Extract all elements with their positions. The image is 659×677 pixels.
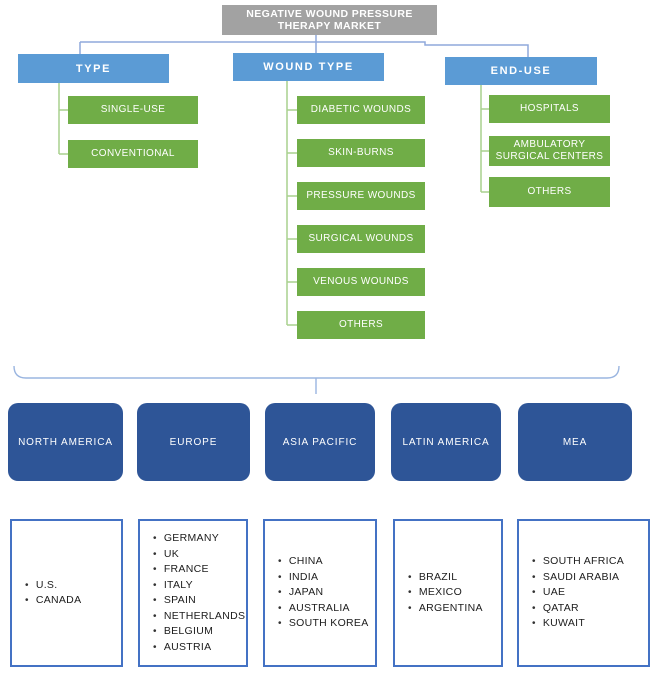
segment-header-wound-type: WOUND TYPE <box>233 53 384 81</box>
country-item: CANADA <box>25 593 81 609</box>
country-list: GERMANY UK FRANCE ITALY SPAIN NETHERLAND… <box>140 531 249 655</box>
country-item: KUWAIT <box>532 616 624 632</box>
country-list: CHINA INDIA JAPAN AUSTRALIA SOUTH KOREA <box>265 554 373 632</box>
country-item: SAUDI ARABIA <box>532 570 624 586</box>
country-item: JAPAN <box>278 585 369 601</box>
enduse-branch-connector <box>480 85 489 193</box>
country-item: AUSTRIA <box>153 640 245 656</box>
region-latin-america: LATIN AMERICA <box>391 403 501 481</box>
segment-item-others-wound: OTHERS <box>297 311 425 339</box>
country-item: MEXICO <box>408 585 483 601</box>
country-item: AUSTRALIA <box>278 601 369 617</box>
segment-item-venous-wounds: VENOUS WOUNDS <box>297 268 425 296</box>
type-branch-connector <box>58 83 68 155</box>
country-item: UK <box>153 547 245 563</box>
country-item: GERMANY <box>153 531 245 547</box>
country-item: QATAR <box>532 601 624 617</box>
region-mea: MEA <box>518 403 632 481</box>
region-brace <box>13 365 620 394</box>
segment-item-hospitals: HOSPITALS <box>489 95 610 123</box>
country-item: SPAIN <box>153 593 245 609</box>
country-item: SOUTH KOREA <box>278 616 369 632</box>
country-item: NETHERLANDS <box>153 609 245 625</box>
region-north-america: NORTH AMERICA <box>8 403 123 481</box>
segment-item-ambulatory-surgical-centers: AMBULATORY SURGICAL CENTERS <box>489 136 610 166</box>
segment-item-single-use: SINGLE-USE <box>68 96 198 124</box>
country-list-europe: GERMANY UK FRANCE ITALY SPAIN NETHERLAND… <box>138 519 248 667</box>
country-item: U.S. <box>25 578 81 594</box>
segment-header-type: TYPE <box>18 54 169 83</box>
region-europe: EUROPE <box>137 403 250 481</box>
diagram-title: NEGATIVE WOUND PRESSURE THERAPY MARKET <box>222 5 437 35</box>
country-list-asia-pacific: CHINA INDIA JAPAN AUSTRALIA SOUTH KOREA <box>263 519 377 667</box>
country-list-latin-america: BRAZIL MEXICO ARGENTINA <box>393 519 503 667</box>
segment-item-pressure-wounds: PRESSURE WOUNDS <box>297 182 425 210</box>
top-tree-connector <box>79 33 529 57</box>
country-item: SOUTH AFRICA <box>532 554 624 570</box>
country-list: SOUTH AFRICA SAUDI ARABIA UAE QATAR KUWA… <box>519 554 628 632</box>
country-item: BRAZIL <box>408 570 483 586</box>
country-list: U.S. CANADA <box>12 578 85 609</box>
country-item: ARGENTINA <box>408 601 483 617</box>
country-item: ITALY <box>153 578 245 594</box>
segment-item-others-enduse: OTHERS <box>489 177 610 207</box>
country-item: CHINA <box>278 554 369 570</box>
segment-header-end-use: END-USE <box>445 57 597 85</box>
country-item: FRANCE <box>153 562 245 578</box>
country-list-north-america: U.S. CANADA <box>10 519 123 667</box>
country-item: INDIA <box>278 570 369 586</box>
country-list: BRAZIL MEXICO ARGENTINA <box>395 570 487 617</box>
wound-branch-connector <box>286 81 297 326</box>
country-list-mea: SOUTH AFRICA SAUDI ARABIA UAE QATAR KUWA… <box>517 519 650 667</box>
segment-item-skin-burns: SKIN-BURNS <box>297 139 425 167</box>
country-item: UAE <box>532 585 624 601</box>
segment-item-surgical-wounds: SURGICAL WOUNDS <box>297 225 425 253</box>
country-item: BELGIUM <box>153 624 245 640</box>
region-asia-pacific: ASIA PACIFIC <box>265 403 375 481</box>
segment-item-diabetic-wounds: DIABETIC WOUNDS <box>297 96 425 124</box>
segment-item-conventional: CONVENTIONAL <box>68 140 198 168</box>
